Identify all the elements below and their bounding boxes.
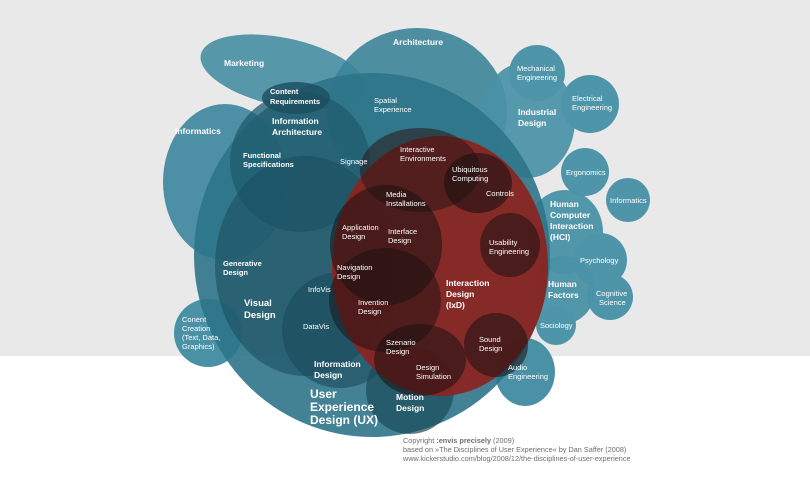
label-hci-3: Interaction	[550, 221, 593, 231]
electrical-eng-blob	[561, 75, 619, 133]
label-visual-1: Visual	[244, 298, 272, 309]
label-generative-1: Generative	[223, 259, 262, 268]
label-media-inst-1: Media	[386, 190, 407, 199]
label-info-design-1: Information	[314, 359, 361, 369]
label-industrial-2: Design	[518, 118, 546, 128]
content-requirements-blob	[262, 82, 330, 114]
label-mechanical-2: Engineering	[517, 73, 557, 82]
label-interface-1: Interface	[388, 227, 417, 236]
label-hci-1: Human	[550, 199, 579, 209]
label-sound-2: Design	[479, 344, 502, 353]
label-invention-1: Invention	[358, 298, 388, 307]
label-human-factors-1: Human	[548, 279, 577, 289]
label-marketing: Marketing	[224, 58, 264, 68]
label-cognitive-2: Science	[599, 298, 626, 307]
label-functional-2: Specifications	[243, 160, 294, 169]
label-mechanical-1: Mechanical	[517, 64, 555, 73]
label-informatics: Informatics	[175, 126, 221, 136]
label-electrical-1: Electrical	[572, 94, 603, 103]
label-ixd-2: Design	[446, 289, 474, 299]
label-invention-2: Design	[358, 307, 381, 316]
copyright-brand: :envis precisely	[436, 436, 492, 445]
label-design-sim-2: Simulation	[416, 372, 451, 381]
label-industrial-1: Industrial	[518, 107, 556, 117]
copyright-line-1: Copyright :envis precisely (2009)	[403, 436, 631, 445]
label-audio-2: Engineering	[508, 372, 548, 381]
label-human-factors-2: Factors	[548, 290, 579, 300]
usability-blob	[480, 213, 540, 277]
label-info-arch-2: Architecture	[272, 127, 322, 137]
label-ux-2: Experience	[310, 400, 374, 414]
label-hci-4: (HCI)	[550, 232, 570, 242]
sociology-blob	[536, 305, 576, 345]
label-ixd-3: (IxD)	[446, 300, 465, 310]
label-media-inst-2: Installations	[386, 199, 426, 208]
label-generative-2: Design	[223, 268, 248, 277]
sound-design-blob	[464, 313, 528, 377]
label-interactive-env-2: Environments	[400, 154, 446, 163]
copyright-note: Copyright :envis precisely (2009) based …	[403, 436, 631, 463]
cognitive-science-blob	[587, 274, 633, 320]
label-usability-2: Engineering	[489, 247, 529, 256]
label-controls: Controls	[486, 189, 514, 198]
ergonomics-blob	[561, 148, 609, 196]
label-info-arch-1: Information	[272, 116, 319, 126]
label-functional-1: Functional	[243, 151, 281, 160]
label-spatial-2: Experience	[374, 105, 412, 114]
label-navigation-2: Design	[337, 272, 360, 281]
label-cognitive-1: Cognitive	[596, 289, 627, 298]
label-szenario-2: Design	[386, 347, 409, 356]
label-architecture: Architecture	[393, 37, 443, 47]
label-motion-2: Design	[396, 403, 424, 413]
label-app-design-1: Application	[342, 223, 379, 232]
label-content-req-1: Content	[270, 87, 299, 96]
label-ergonomics: Ergonomics	[566, 168, 606, 177]
label-visual-2: Design	[244, 310, 276, 321]
label-usability-1: Usability	[489, 238, 518, 247]
label-ux-1: User	[310, 387, 337, 401]
mechanical-eng-blob	[509, 45, 565, 101]
label-infovis: InfoVis	[308, 285, 331, 294]
copyright-prefix: Copyright	[403, 436, 437, 445]
label-navigation-1: Navigation	[337, 263, 372, 272]
label-datavis: DataVis	[303, 322, 329, 331]
label-ubiquitous-2: Computing	[452, 174, 488, 183]
copyright-suffix: (2009)	[491, 436, 515, 445]
label-motion-1: Motion	[396, 392, 424, 402]
label-hci-2: Computer	[550, 210, 591, 220]
label-informatics-small: Informatics	[610, 196, 647, 205]
label-ubiquitous-1: Ubiquitous	[452, 165, 488, 174]
label-content-req-2: Requirements	[270, 97, 320, 106]
label-content-creation-1: Conent	[182, 315, 207, 324]
ubiquitous-blob	[444, 153, 512, 213]
label-content-creation-2: Creation	[182, 324, 210, 333]
label-ux-3: Design (UX)	[310, 413, 378, 427]
label-audio-1: Audio	[508, 363, 527, 372]
label-sociology: Sociology	[540, 321, 573, 330]
label-signage: Signage	[340, 157, 368, 166]
label-app-design-2: Design	[342, 232, 365, 241]
label-info-design-2: Design	[314, 370, 342, 380]
copyright-line-2: based on »The Disciplines of User Experi…	[403, 445, 627, 454]
label-psychology: Psychology	[580, 256, 619, 265]
label-electrical-2: Engineering	[572, 103, 612, 112]
label-ixd-1: Interaction	[446, 278, 489, 288]
label-sound-1: Sound	[479, 335, 501, 344]
copyright-line-3: www.kickerstudio.com/blog/2008/12/the-di…	[403, 454, 631, 463]
informatics-small-blob	[606, 178, 650, 222]
label-spatial-1: Spatial	[374, 96, 397, 105]
label-design-sim-1: Design	[416, 363, 439, 372]
label-interactive-env-1: Interactive	[400, 145, 435, 154]
label-interface-2: Design	[388, 236, 411, 245]
szenario-blob	[374, 324, 466, 396]
label-content-creation-3: (Text, Data,	[182, 333, 220, 342]
label-content-creation-4: Graphics)	[182, 342, 215, 351]
label-szenario-1: Szenario	[386, 338, 416, 347]
